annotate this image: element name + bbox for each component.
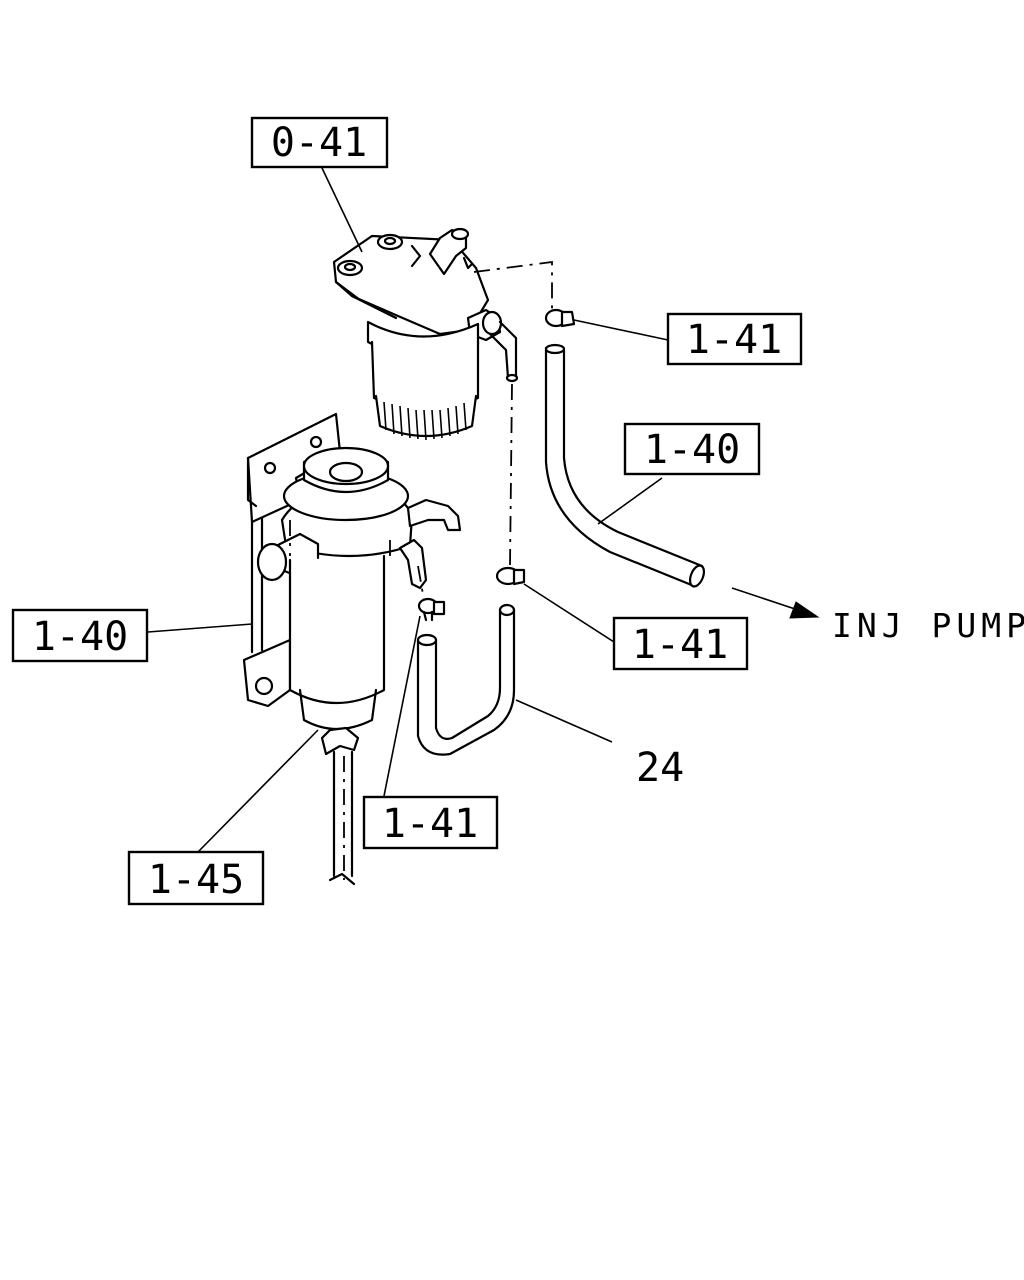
callout-0-41-text: 0-41 <box>271 120 367 166</box>
u-fuel-hose-24 <box>416 603 516 756</box>
hose-clamp-top <box>544 308 576 328</box>
callout-1-40-left-text: 1-40 <box>32 614 128 660</box>
leader-lines <box>147 167 669 853</box>
callout-1-41-mid: 1-41 <box>612 616 749 671</box>
sedimenter-assembly <box>242 412 462 886</box>
callout-1-41-bottom-text: 1-41 <box>382 801 478 847</box>
callout-1-41-mid-text: 1-41 <box>632 622 728 668</box>
fuel-hose-to-inj-pump <box>544 343 706 588</box>
callout-1-41-bottom: 1-41 <box>362 795 499 850</box>
callout-1-45: 1-45 <box>127 850 265 906</box>
flow-direction-arrow <box>731 587 820 619</box>
part-number-24: 24 <box>636 745 684 791</box>
callout-1-40-right-text: 1-40 <box>644 427 740 473</box>
callout-1-40-left: 1-40 <box>11 608 149 663</box>
assembly-centerlines <box>289 260 553 880</box>
callout-1-40-right: 1-40 <box>623 422 761 476</box>
hose-clamp-mid <box>495 566 526 586</box>
callout-0-41: 0-41 <box>250 116 389 169</box>
inj-pump-label: INJ PUMP <box>832 606 1024 645</box>
callout-1-45-text: 1-45 <box>148 857 244 903</box>
fuel-filter-assembly <box>332 227 519 441</box>
callout-1-41-top: 1-41 <box>666 312 803 366</box>
callout-1-41-top-text: 1-41 <box>686 317 782 363</box>
hose-clamp-lower <box>417 597 446 622</box>
